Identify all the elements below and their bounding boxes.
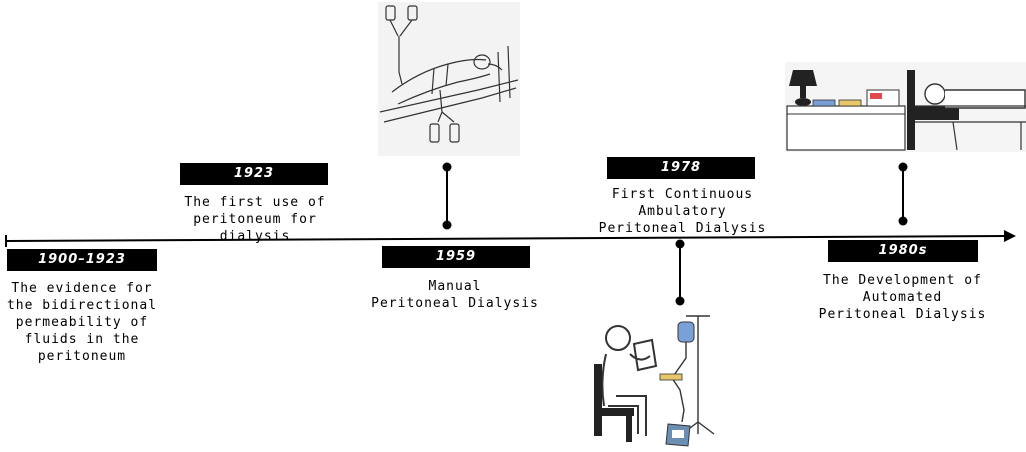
connector-pin-1959: [442, 162, 452, 230]
year-badge-1959: 1959: [382, 246, 530, 268]
event-description-1980s: The Development of Automated Peritoneal …: [818, 273, 987, 322]
connector-pin-1980s: [898, 162, 908, 226]
event-description-1900-1923: The evidence for the bidirectional perme…: [6, 281, 158, 364]
year-badge-1980s: 1980s: [828, 240, 978, 262]
connector-pin-1978: [675, 239, 685, 306]
timeline-arrowhead: [1004, 230, 1016, 242]
apd-illustration: [785, 62, 1026, 152]
event-description-1978: First Continuous Ambulatory Peritoneal D…: [598, 187, 767, 236]
manual-pd-illustration: [378, 2, 520, 156]
capd-illustration: [590, 310, 740, 452]
year-badge-1900-1923: 1900–1923: [7, 249, 157, 271]
event-description-1959: Manual Peritoneal Dialysis: [371, 279, 539, 311]
year-badge-1923: 1923: [180, 163, 328, 185]
event-description-1923: The first use of peritoneum for dialysis: [184, 195, 326, 244]
year-badge-1978: 1978: [607, 157, 755, 179]
